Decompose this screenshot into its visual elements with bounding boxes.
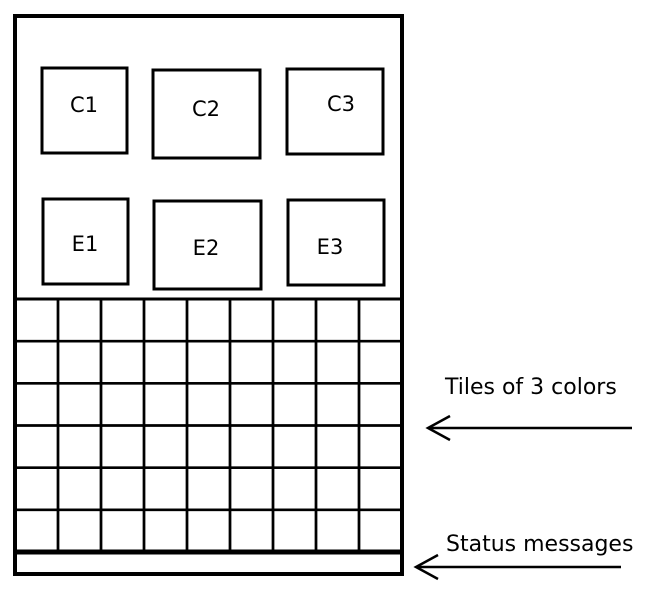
tile-cell: [56, 466, 103, 512]
label-e2: E2: [193, 236, 220, 260]
tile-cell: [13, 382, 60, 427]
tile-cell: [314, 382, 361, 427]
outer-frame: [13, 14, 404, 576]
box-c2: [151, 68, 262, 160]
box-c3: [285, 67, 385, 156]
tile-cell: [314, 297, 361, 343]
tile-cell: [99, 466, 146, 512]
tile-cell: [142, 297, 189, 343]
tile-cell: [56, 297, 103, 343]
tile-cell: [271, 466, 318, 512]
tile-cell: [228, 466, 275, 512]
box-e2: [152, 199, 263, 291]
tiles-arrow-icon: [425, 414, 632, 442]
status-bar: [17, 555, 400, 572]
tile-cell: [56, 508, 103, 554]
tile-cell: [99, 339, 146, 385]
tile-cell: [357, 339, 404, 385]
tile-cell: [271, 339, 318, 385]
tile-cell: [13, 466, 60, 512]
tile-cell: [314, 424, 361, 469]
label-c2: C2: [192, 97, 220, 121]
tile-cell: [228, 508, 275, 554]
tile-cell: [56, 424, 103, 469]
tile-cell: [314, 339, 361, 385]
tile-cell: [357, 508, 404, 554]
tiles-annotation-label: Tiles of 3 colors: [444, 375, 617, 400]
tile-cell: [99, 297, 146, 343]
tile-cell: [185, 382, 232, 427]
tile-cell: [185, 339, 232, 385]
tile-cell: [228, 297, 275, 343]
status-arrow-icon: [413, 553, 621, 581]
tile-cell: [142, 424, 189, 469]
label-e3: E3: [317, 235, 344, 259]
tile-cell: [314, 508, 361, 554]
tile-cell: [13, 424, 60, 469]
label-e1: E1: [72, 232, 99, 256]
tile-cell: [357, 424, 404, 469]
box-e3: [286, 198, 386, 287]
tile-cell: [185, 466, 232, 512]
tile-cell: [314, 466, 361, 512]
tile-cell: [185, 297, 232, 343]
label-c3: C3: [327, 92, 355, 116]
tile-cell: [357, 382, 404, 427]
tile-cell: [142, 466, 189, 512]
tile-cell: [142, 508, 189, 554]
tile-cell: [99, 424, 146, 469]
box-e1: [41, 197, 130, 286]
box-c1: [40, 66, 129, 155]
tile-cell: [99, 382, 146, 427]
tile-cell: [357, 297, 404, 343]
tile-cell: [142, 339, 189, 385]
tile-cell: [271, 508, 318, 554]
tile-cell: [228, 339, 275, 385]
tile-cell: [185, 508, 232, 554]
tile-cell: [142, 382, 189, 427]
tile-cell: [228, 382, 275, 427]
status-annotation-label: Status messages: [446, 532, 633, 557]
tile-cell: [99, 508, 146, 554]
tile-cell: [271, 382, 318, 427]
card-area: C1 C2 C3 E1 E2 E3: [40, 66, 386, 291]
tile-cell: [13, 508, 60, 554]
tile-cell: [13, 339, 60, 385]
tile-cell: [357, 466, 404, 512]
tile-cell: [228, 424, 275, 469]
tile-cell: [271, 297, 318, 343]
tile-cell: [185, 424, 232, 469]
tile-grid: [13, 297, 404, 554]
tile-cell: [13, 297, 60, 343]
tile-cell: [56, 382, 103, 427]
label-c1: C1: [70, 93, 98, 117]
tile-cell: [271, 424, 318, 469]
tile-cell: [56, 339, 103, 385]
